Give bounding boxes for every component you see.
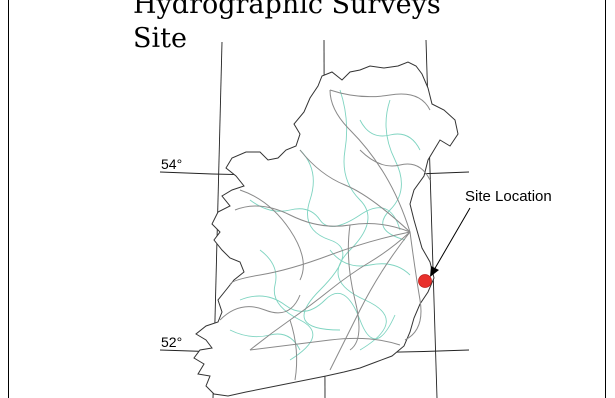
- title-line-2: Site: [133, 23, 187, 54]
- road-line: [234, 205, 411, 233]
- river-line: [299, 149, 344, 331]
- title-line-1: Hydrographic Surveys: [133, 0, 441, 20]
- road-line: [404, 231, 422, 341]
- road-line: [329, 89, 431, 111]
- roads: [219, 89, 431, 381]
- river-line: [359, 119, 421, 151]
- road-line: [249, 231, 411, 351]
- site-location-label: Site Location: [465, 188, 552, 205]
- road-line: [329, 231, 411, 371]
- road-line: [299, 149, 411, 233]
- road-line: [329, 89, 411, 233]
- latitude-label-52: 52°: [161, 334, 182, 350]
- latitude-label-54: 54°: [161, 156, 182, 172]
- road-line: [239, 189, 304, 281]
- road-line: [229, 231, 411, 286]
- river-line: [329, 249, 411, 276]
- river-line: [249, 199, 401, 231]
- road-line: [249, 337, 401, 351]
- road-line: [359, 149, 431, 181]
- road-line: [289, 319, 298, 381]
- river-line: [239, 292, 396, 340]
- river-line: [337, 89, 387, 351]
- page-title: Hydrographic Surveys Site: [133, 0, 441, 56]
- river-line: [259, 249, 314, 361]
- road-line: [347, 224, 360, 351]
- rivers: [229, 89, 421, 361]
- site-pointer-arrowhead: [430, 266, 439, 277]
- river-line: [382, 99, 406, 241]
- site-marker: [418, 274, 432, 288]
- ireland-coastline: [193, 61, 459, 397]
- map-frame: [8, 0, 606, 398]
- site-pointer-line: [433, 207, 471, 271]
- road-line: [219, 294, 301, 321]
